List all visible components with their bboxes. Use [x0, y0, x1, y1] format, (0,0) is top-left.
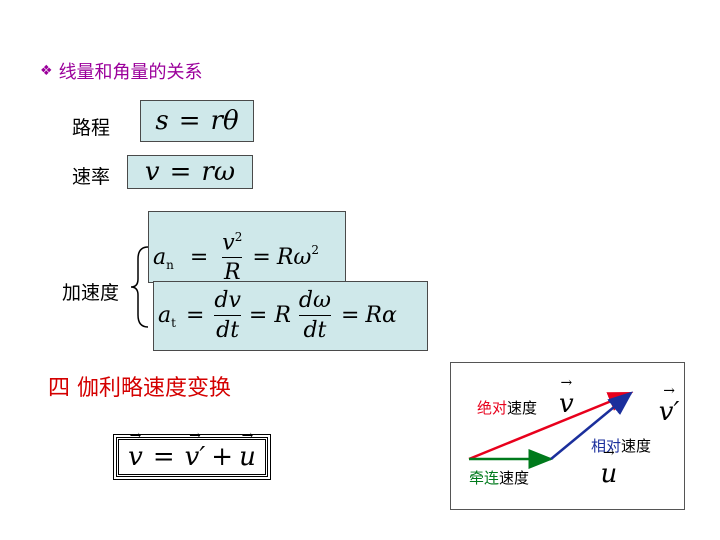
an-equals: = — [189, 245, 209, 271]
relative-velocity-arrow — [550, 391, 633, 460]
at-equals: = — [185, 303, 205, 328]
diamond-bullet-icon: ❖ — [40, 63, 53, 79]
at-den: dt — [216, 318, 240, 343]
an-den: R — [224, 260, 241, 286]
fraction-bar — [214, 315, 241, 316]
an-rhs: Rω — [276, 245, 312, 271]
at-subscript: t — [171, 315, 176, 330]
speed-text: 速度 — [507, 399, 538, 417]
absolute-velocity-symbol: v — [559, 389, 574, 419]
at-den-2: dt — [303, 318, 327, 343]
path-lhs: s — [155, 106, 169, 136]
absolute-velocity-label: 绝对速度 — [477, 397, 537, 418]
section-heading-linear-angular: ❖ 线量和角量的关系 — [40, 58, 203, 84]
an-rhs-exp: 2 — [311, 242, 319, 257]
an-symbol: a — [153, 245, 167, 271]
at-num: dv — [214, 288, 241, 313]
velocity-diagram: 绝对速度 v v′ 相对速度 牵连速度 u — [450, 362, 685, 510]
an-num: v — [222, 230, 235, 256]
at-num-2: dω — [298, 288, 331, 313]
an-subscript: n — [166, 257, 174, 272]
an-equals-2: = — [252, 245, 271, 271]
absolute-velocity-arrow — [468, 391, 634, 461]
speed-rhs: rω — [201, 157, 236, 187]
speed-formula-box: v = rω — [127, 155, 253, 189]
vector-v: v — [128, 442, 143, 472]
path-rhs: rθ — [210, 106, 239, 136]
path-label: 路程 — [72, 117, 111, 139]
accel-label: 加速度 — [62, 282, 120, 304]
drag-velocity-label: 牵连速度 — [469, 467, 529, 488]
path-equals: = — [178, 106, 201, 136]
at-equals-3: = — [340, 303, 360, 328]
vector-v-prime: v′ — [185, 442, 206, 472]
vector-u: u — [239, 442, 256, 472]
galileo-section-title: 四 伽利略速度变换 — [48, 376, 231, 401]
galileo-plus: + — [211, 442, 234, 472]
fraction-bar — [222, 257, 243, 259]
drag-velocity-symbol: u — [600, 459, 617, 489]
an-fraction: v2 R — [222, 230, 243, 286]
galileo-equals: = — [152, 442, 175, 472]
path-formula-box: s = rθ — [140, 100, 254, 142]
speed-equals: = — [169, 157, 192, 187]
tangential-accel-box: a t = dv dt = R dω dt = Rα — [153, 281, 428, 351]
absolute-text: 绝对 — [477, 399, 508, 417]
speed-text: 速度 — [621, 437, 652, 455]
relative-velocity-label: 相对速度 — [591, 435, 651, 456]
velocity-vectors-svg — [468, 391, 634, 469]
speed-text: 速度 — [499, 469, 530, 487]
relative-velocity-symbol: v′ — [659, 397, 680, 427]
curly-brace-icon — [130, 246, 149, 328]
at-fraction-2: dω dt — [298, 288, 331, 343]
at-equals-r: = R — [248, 303, 291, 328]
normal-accel-box: a n = v2 R = Rω 2 — [148, 211, 346, 286]
speed-lhs: v — [144, 157, 160, 187]
fraction-bar — [298, 315, 331, 316]
at-fraction-1: dv dt — [214, 288, 241, 343]
an-num-exp: 2 — [234, 230, 243, 244]
at-symbol: a — [158, 303, 172, 328]
drag-text: 牵连 — [469, 469, 500, 487]
heading-text: 线量和角量的关系 — [58, 62, 203, 83]
at-rhs: Rα — [365, 303, 397, 328]
speed-label: 速率 — [72, 166, 111, 188]
galileo-formula-box: v = v′ + u — [113, 434, 271, 480]
